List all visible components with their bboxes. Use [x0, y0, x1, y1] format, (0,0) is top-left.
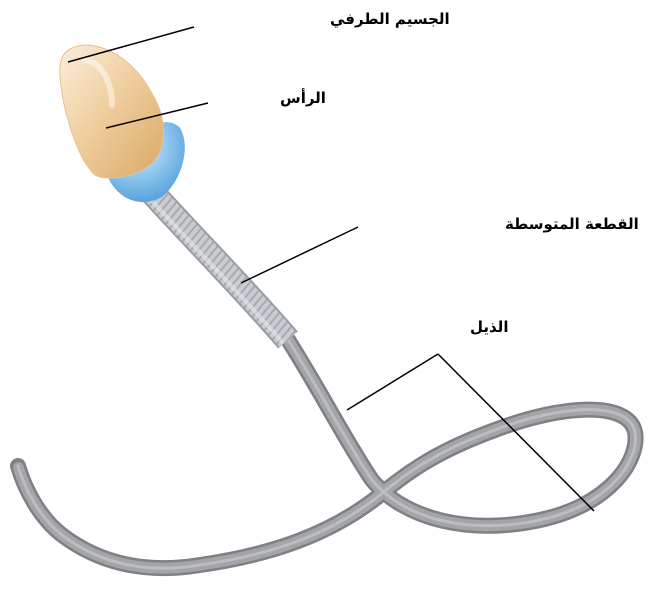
label-head: الرأس — [280, 88, 326, 107]
midpiece — [143, 188, 288, 343]
label-midpiece: القطعة المتوسطة — [505, 215, 639, 233]
label-acrosome: الجسيم الطرفي — [330, 10, 450, 28]
tail — [18, 335, 636, 568]
acrosome — [60, 45, 164, 178]
leader-line-midpiece — [241, 227, 358, 283]
leader-line-tail-1 — [347, 354, 438, 410]
label-tail: الذيل — [470, 318, 508, 336]
leader-line-tail-2 — [438, 354, 594, 511]
